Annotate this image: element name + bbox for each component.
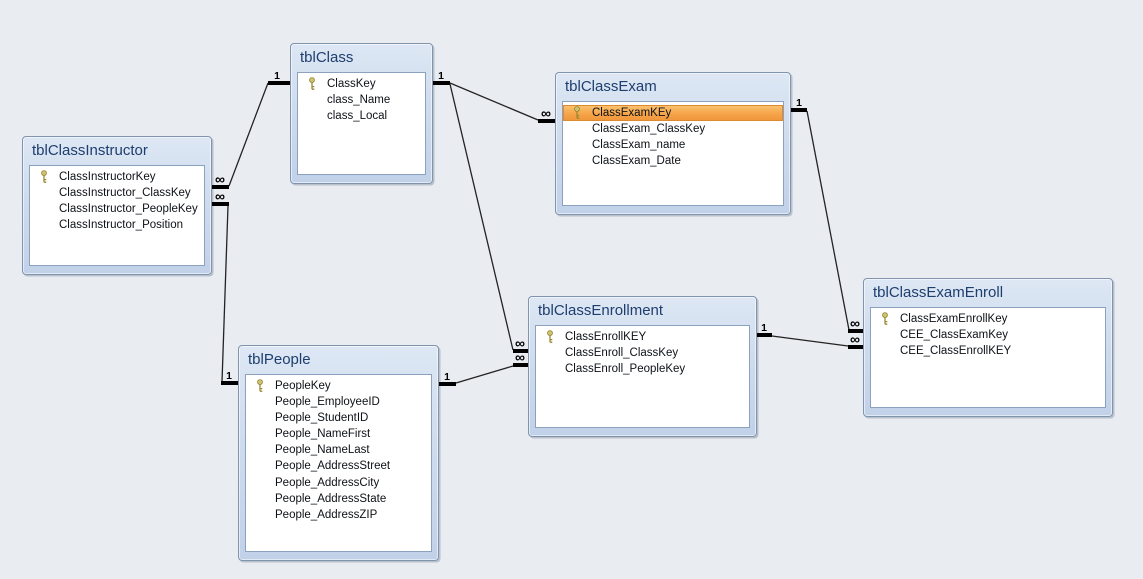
field-row-People_StudentID[interactable]: People_StudentID <box>246 410 431 426</box>
table-title[interactable]: tblClassEnrollment <box>538 302 664 319</box>
field-row-ClassExam_ClassKey[interactable]: ClassExam_ClassKey <box>563 121 783 137</box>
field-row-ClassExamKEy[interactable]: ClassExamKEy <box>563 105 783 122</box>
primary-key-icon <box>309 77 315 90</box>
field-name: People_NameLast <box>275 444 370 457</box>
field-row-People_NameLast[interactable]: People_NameLast <box>246 442 431 458</box>
field-name: ClassInstructor_Position <box>59 219 183 232</box>
field-row-class_Name[interactable]: class_Name <box>298 92 425 108</box>
field-row-ClassEnroll_PeopleKey[interactable]: ClassEnroll_PeopleKey <box>536 361 749 377</box>
field-name: ClassInstructor_ClassKey <box>59 187 191 200</box>
primary-key-icon <box>41 170 47 183</box>
field-name: People_AddressZIP <box>275 508 378 521</box>
field-row-ClassInstructor_ClassKey[interactable]: ClassInstructor_ClassKey <box>30 185 204 201</box>
field-row-CEE_ClassEnrollKEY[interactable]: CEE_ClassEnrollKEY <box>871 343 1105 359</box>
field-name: class_Local <box>327 110 388 123</box>
field-row-People_AddressZIP[interactable]: People_AddressZIP <box>246 507 431 523</box>
field-row-CEE_ClassExamKey[interactable]: CEE_ClassExamKey <box>871 327 1105 343</box>
table-title[interactable]: tblClass <box>300 49 354 66</box>
field-name: ClassInstructorKey <box>59 171 156 183</box>
field-row-People_AddressStreet[interactable]: People_AddressStreet <box>246 458 431 474</box>
primary-key-icon <box>574 106 580 119</box>
field-row-People_EmployeeID[interactable]: People_EmployeeID <box>246 394 431 410</box>
field-name: ClassEnroll_ClassKey <box>565 347 679 360</box>
primary-key-icon <box>882 312 888 325</box>
field-row-ClassInstructor_PeopleKey[interactable]: ClassInstructor_PeopleKey <box>30 201 204 217</box>
key-icon-wrapper <box>573 106 581 119</box>
field-list: ClassKey class_Name class_Local <box>297 72 426 175</box>
field-row-People_AddressState[interactable]: People_AddressState <box>246 491 431 507</box>
field-row-ClassExam_name[interactable]: ClassExam_name <box>563 137 783 153</box>
field-row-class_Local[interactable]: class_Local <box>298 108 425 124</box>
table-title[interactable]: tblClassExamEnroll <box>873 284 1004 301</box>
field-name: ClassExamEnrollKey <box>900 313 1008 325</box>
field-row-ClassExamEnrollKey[interactable]: ClassExamEnrollKey <box>871 311 1105 327</box>
key-icon-wrapper <box>40 170 48 183</box>
key-icon-wrapper <box>256 379 264 392</box>
field-name: People_AddressStreet <box>275 460 391 473</box>
primary-key-icon <box>547 330 553 343</box>
key-icon-wrapper <box>546 330 554 343</box>
field-name: ClassInstructor_PeopleKey <box>59 203 198 216</box>
field-name: ClassExam_ClassKey <box>592 123 706 136</box>
field-row-ClassKey[interactable]: ClassKey <box>298 76 425 92</box>
field-row-ClassInstructor_Position[interactable]: ClassInstructor_Position <box>30 217 204 233</box>
field-name: People_AddressCity <box>275 476 380 489</box>
primary-key-icon <box>257 379 263 392</box>
field-name: People_EmployeeID <box>275 396 380 409</box>
field-row-ClassExam_Date[interactable]: ClassExam_Date <box>563 153 783 169</box>
field-row-People_AddressCity[interactable]: People_AddressCity <box>246 475 431 491</box>
field-row-PeopleKey[interactable]: PeopleKey <box>246 378 431 394</box>
field-name: ClassEnroll_PeopleKey <box>565 363 686 376</box>
field-name: People_NameFirst <box>275 428 371 441</box>
field-row-ClassEnrollKEY[interactable]: ClassEnrollKEY <box>536 329 749 345</box>
field-name: ClassEnrollKEY <box>565 331 647 343</box>
field-name: People_StudentID <box>275 412 369 425</box>
field-row-ClassEnroll_ClassKey[interactable]: ClassEnroll_ClassKey <box>536 345 749 361</box>
key-icon-wrapper <box>308 77 316 90</box>
field-name: PeopleKey <box>275 380 331 392</box>
field-name: People_AddressState <box>275 492 387 505</box>
field-name: ClassKey <box>327 78 376 90</box>
field-row-ClassInstructorKey[interactable]: ClassInstructorKey <box>30 169 204 185</box>
field-name: class_Name <box>327 94 391 107</box>
table-title[interactable]: tblClassInstructor <box>32 142 148 159</box>
field-row-People_NameFirst[interactable]: People_NameFirst <box>246 426 431 442</box>
table-title[interactable]: tblClassExam <box>565 78 657 95</box>
field-name: CEE_ClassEnrollKEY <box>900 345 1012 358</box>
field-name: ClassExam_Date <box>592 155 681 168</box>
table-title[interactable]: tblPeople <box>248 351 311 368</box>
field-name: ClassExamKEy <box>592 107 672 119</box>
field-name: ClassExam_name <box>592 139 686 152</box>
field-name: CEE_ClassExamKey <box>900 329 1009 342</box>
key-icon-wrapper <box>881 312 889 325</box>
